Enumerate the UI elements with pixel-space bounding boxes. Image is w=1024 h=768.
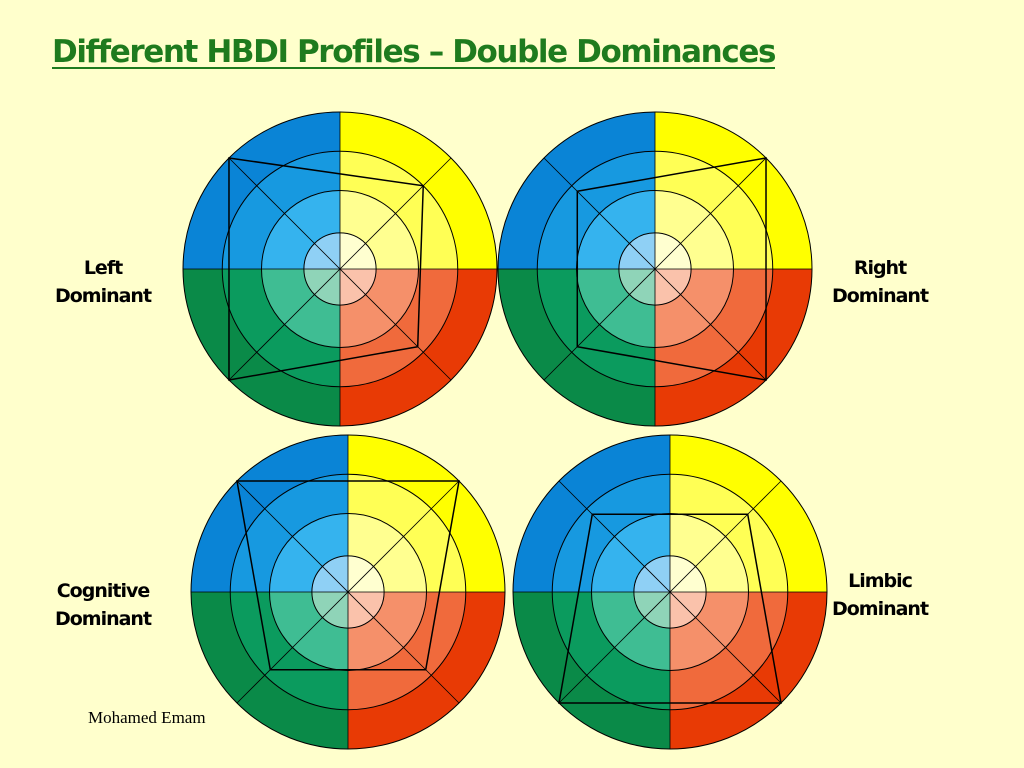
left-dominant-profile-polygon xyxy=(228,157,425,381)
left-dominant-label: Left Dominant xyxy=(38,254,168,310)
cognitive-dominant-label-line1: Cognitive xyxy=(56,580,151,602)
cognitive-dominant-label-line2: Dominant xyxy=(54,608,152,630)
limbic-dominant-label-line1: Limbic xyxy=(848,570,913,592)
limbic-dominant-profile-polygon xyxy=(558,513,782,704)
slide-title: Different HBDI Profiles – Double Dominan… xyxy=(52,34,776,70)
limbic-dominant-label: Limbic Dominant xyxy=(815,567,945,623)
limbic-dominant-label-line2: Dominant xyxy=(831,598,929,620)
left-dominant-label-line1: Left xyxy=(83,257,123,279)
author-credit: Mohamed Emam xyxy=(88,708,206,727)
left-dominant-label-line2: Dominant xyxy=(54,285,152,307)
cognitive-dominant-axis-135 xyxy=(236,480,460,704)
left-dominant-axis-135 xyxy=(228,157,452,381)
right-dominant-label-line1: Right xyxy=(853,257,907,279)
cognitive-dominant-profile-polygon xyxy=(236,480,460,671)
right-dominant-label: Right Dominant xyxy=(815,254,945,310)
right-dominant-label-line2: Dominant xyxy=(831,285,929,307)
right-dominant-axis-135 xyxy=(543,157,767,381)
limbic-dominant-axis-135 xyxy=(558,480,782,704)
cognitive-dominant-label: Cognitive Dominant xyxy=(38,577,168,633)
right-dominant-profile-polygon xyxy=(576,157,767,381)
